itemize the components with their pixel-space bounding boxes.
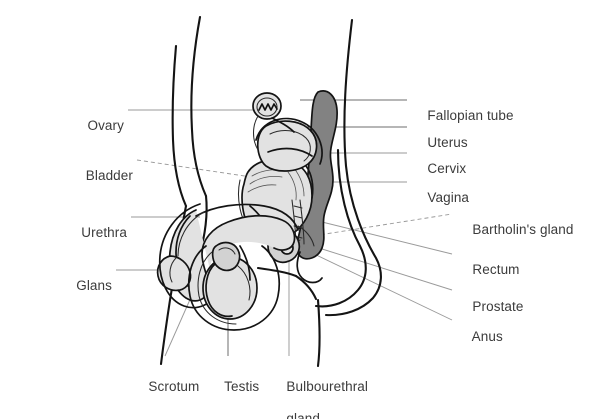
torso-front-left-line	[171, 44, 188, 208]
fallopian-tube-band	[267, 147, 313, 157]
testis-inner-line	[237, 265, 251, 301]
label-testis[interactable]: Testis	[209, 363, 259, 411]
fallopian-fimbriae-line	[271, 117, 295, 133]
vaginal-rugae	[293, 205, 303, 239]
leader-anus	[309, 251, 453, 321]
epididymis-arc	[205, 263, 233, 318]
label-prostate-text: Prostate	[472, 299, 524, 314]
penis-skin-inner-line	[177, 211, 205, 257]
buttock-fold-line	[314, 148, 367, 308]
glans-shape	[157, 256, 191, 291]
label-glans-text: Glans	[76, 278, 112, 293]
label-fallopian-tube[interactable]: Fallopian tube	[412, 92, 514, 140]
fallopian-fimbriae-line-2	[252, 115, 259, 151]
label-bulbourethral-gland-text-line1: Bulbourethral	[286, 379, 369, 394]
uterus-cavity-line	[269, 129, 311, 162]
label-anus-text: Anus	[471, 329, 503, 344]
label-urethra-text: Urethra	[81, 225, 127, 240]
body-outline	[159, 15, 382, 368]
label-glans[interactable]: Glans	[0, 262, 112, 310]
broad-ligament-arc	[255, 117, 323, 165]
penis-structure	[156, 203, 299, 309]
label-testis-text: Testis	[224, 379, 260, 394]
scrotum-inner-line	[197, 251, 237, 325]
uterus-shape	[257, 121, 317, 172]
uterus-outline	[256, 120, 318, 172]
label-bladder-text: Bladder	[85, 168, 133, 183]
label-rectum-text: Rectum	[472, 262, 520, 277]
penis-shaft-shape	[169, 210, 295, 301]
leader-bladder	[136, 159, 259, 179]
label-bladder[interactable]: Bladder	[0, 152, 133, 200]
label-uterus-text: Uterus	[427, 135, 468, 150]
label-urethra[interactable]: Urethra	[0, 209, 127, 257]
label-cervix[interactable]: Cervix	[412, 145, 466, 193]
urethra-tube-upper	[195, 203, 299, 231]
back-buttock-line	[324, 18, 382, 317]
pubic-bone-inner-line	[218, 247, 236, 255]
cervix-outline	[305, 165, 314, 199]
thigh-right-line	[316, 298, 321, 368]
bladder-rugae-5	[287, 171, 297, 201]
perineum-line	[294, 274, 318, 301]
label-bulbourethral-gland-text-line2: gland	[286, 411, 320, 419]
bladder-rugae-2	[249, 176, 283, 185]
label-fallopian-tube-text: Fallopian tube	[427, 108, 514, 123]
vaginal-canal-line-1	[299, 199, 305, 245]
leader-prostate	[299, 241, 453, 291]
bladder-rugae-3	[247, 184, 277, 193]
label-vagina-text: Vagina	[427, 190, 470, 205]
label-anus[interactable]: Anus	[457, 313, 503, 361]
abdomen-line	[190, 15, 208, 198]
spermatic-cord-line	[239, 245, 251, 281]
label-ovary[interactable]: Ovary	[0, 102, 124, 150]
label-cervix-text: Cervix	[427, 161, 467, 176]
leader-rectum	[321, 221, 453, 255]
label-scrotum-text: Scrotum	[148, 379, 200, 394]
scrotum-testis-structure	[187, 245, 281, 331]
cervix-vagina-structure	[291, 165, 314, 247]
anal-canal-line	[296, 251, 323, 284]
pubic-bone-outline	[211, 241, 241, 272]
label-uterus[interactable]: Uterus	[412, 119, 468, 167]
label-vagina[interactable]: Vagina	[412, 174, 469, 222]
label-scrotum[interactable]: Scrotum	[133, 363, 199, 411]
seminal-vesicle-line	[297, 225, 315, 247]
label-prostate[interactable]: Prostate	[457, 283, 523, 331]
ovary-outline	[252, 92, 282, 120]
scrotum-outline	[187, 245, 281, 331]
glans-corona-line	[169, 257, 177, 283]
label-bartholins-gland[interactable]: Bartholin's gland	[457, 206, 574, 254]
glans-outline	[156, 255, 192, 292]
label-rectum[interactable]: Rectum	[457, 246, 520, 294]
ovary-fold-zigzag	[258, 103, 278, 111]
ovary-inner-outline	[256, 97, 278, 117]
label-ovary-text: Ovary	[87, 118, 124, 133]
uterus-structure	[252, 92, 323, 172]
pubic-bone-structure	[211, 241, 241, 272]
leader-bartholins-gland	[299, 213, 453, 239]
label-bartholins-gland-text: Bartholin's gland	[472, 222, 574, 237]
label-bulbourethral-gland[interactable]: Bulbourethral gland	[271, 363, 391, 419]
